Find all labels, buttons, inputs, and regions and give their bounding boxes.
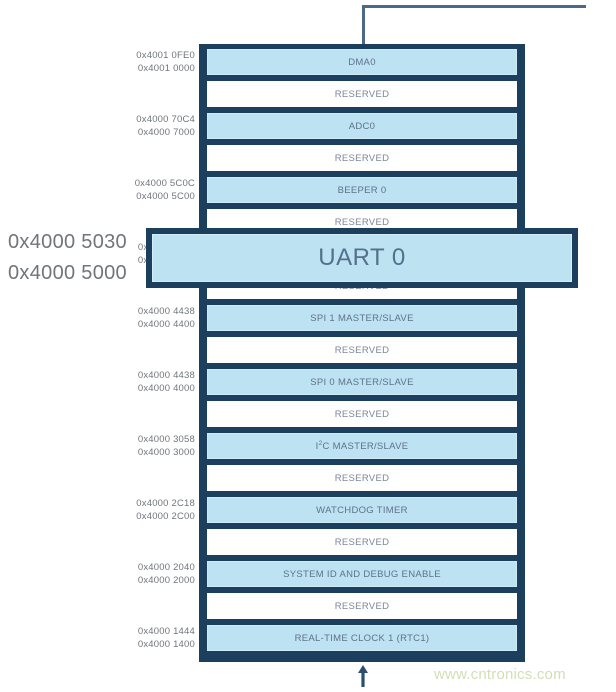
address-low: 0x4000 3000 xyxy=(137,447,195,458)
memory-block-label: SYSTEM ID AND DEBUG ENABLE xyxy=(283,568,441,580)
site-watermark: www.cntronics.com xyxy=(434,666,566,683)
memory-block-label: RESERVED xyxy=(334,536,390,548)
memory-block-peripheral: BEEPER 0 xyxy=(207,177,517,203)
address-high: 0x4000 2C18 xyxy=(136,498,195,509)
address-low: 0x4000 5C00 xyxy=(136,191,195,202)
memory-block-reserved: RESERVED xyxy=(207,401,517,427)
memory-block-peripheral: DMA0 xyxy=(207,49,517,75)
memory-block-peripheral: REAL-TIME CLOCK 1 (RTC1) xyxy=(207,625,517,651)
address-low: 0x4000 7000 xyxy=(137,127,195,138)
address-high: 0x4000 3058 xyxy=(137,434,195,445)
memory-block-reserved: RESERVED xyxy=(207,81,517,107)
memory-block-label: RESERVED xyxy=(334,216,390,228)
uart0-callout-box[interactable]: UART 0 xyxy=(146,228,578,288)
memory-block-peripheral: ADC0 xyxy=(207,113,517,139)
memory-block-label: BEEPER 0 xyxy=(337,184,387,196)
address-range-label: 0x4000 4438 0x4000 4000 xyxy=(75,369,195,395)
address-low: 0x4000 4000 xyxy=(137,383,195,394)
address-range-label: 0x4000 5C0C 0x4000 5C00 xyxy=(75,177,195,203)
memory-block-label: RESERVED xyxy=(334,344,390,356)
address-range-label: 0x4000 2040 0x4000 2000 xyxy=(75,561,195,587)
address-high: 0x4000 2040 xyxy=(137,562,195,573)
memory-block-label: DMA0 xyxy=(348,56,376,68)
memory-block-label: WATCHDOG TIMER xyxy=(316,504,408,516)
memory-block-label: SPI 0 MASTER/SLAVE xyxy=(310,376,414,388)
address-range-label: 0x4000 2C18 0x4000 2C00 xyxy=(75,497,195,523)
memory-block-label: RESERVED xyxy=(334,600,390,612)
address-range-label: 0x4001 0FE0 0x4001 0000 xyxy=(75,49,195,75)
address-low: 0x4001 0000 xyxy=(137,63,195,74)
callout-address-high: 0x4000 5030 xyxy=(8,231,127,253)
memory-block-reserved: RESERVED xyxy=(207,145,517,171)
memory-block-reserved: RESERVED xyxy=(207,337,517,363)
address-range-label: 0x4000 4438 0x4000 4400 xyxy=(75,305,195,331)
address-low: 0x4000 4400 xyxy=(137,319,195,330)
memory-block-peripheral: SPI 1 MASTER/SLAVE xyxy=(207,305,517,331)
address-high: 0x4000 70C4 xyxy=(136,114,195,125)
uart0-callout-label: UART 0 xyxy=(152,234,572,282)
address-range-label: 0x4000 1444 0x4000 1400 xyxy=(75,625,195,651)
memory-block-peripheral: SPI 0 MASTER/SLAVE xyxy=(207,369,517,395)
top-leader-line-horizontal xyxy=(362,5,586,8)
memory-block-label: RESERVED xyxy=(334,152,390,164)
memory-block-peripheral: I2C MASTER/SLAVE xyxy=(207,433,517,459)
memory-block-reserved: RESERVED xyxy=(207,529,517,555)
memory-block-peripheral: SYSTEM ID AND DEBUG ENABLE xyxy=(207,561,517,587)
address-range-label: 0x4000 3058 0x4000 3000 xyxy=(75,433,195,459)
address-high: 0x4000 5C0C xyxy=(134,178,195,189)
top-leader-line-vertical xyxy=(362,5,365,45)
bottom-up-arrow-icon xyxy=(358,665,368,687)
address-high: 0x4000 4438 xyxy=(137,306,195,317)
address-low: 0x4000 2000 xyxy=(137,575,195,586)
memory-block-label: ADC0 xyxy=(348,120,376,132)
memory-block-label: RESERVED xyxy=(334,88,390,100)
address-high: 0x4000 4438 xyxy=(137,370,195,381)
memory-block-peripheral: WATCHDOG TIMER xyxy=(207,497,517,523)
callout-address-low: 0x4000 5000 xyxy=(8,262,127,284)
memory-block-label: REAL-TIME CLOCK 1 (RTC1) xyxy=(294,632,430,644)
memory-block-label: RESERVED xyxy=(334,472,390,484)
address-low: 0x4000 1400 xyxy=(137,639,195,650)
memory-block-label: I2C MASTER/SLAVE xyxy=(315,439,409,452)
memory-block-reserved: RESERVED xyxy=(207,593,517,619)
address-range-label: 0x4000 70C4 0x4000 7000 xyxy=(75,113,195,139)
memory-block-label: RESERVED xyxy=(334,408,390,420)
callout-address-labels: 0x4000 5030 0x4000 5000 xyxy=(8,227,127,289)
memory-block-label: SPI 1 MASTER/SLAVE xyxy=(310,312,414,324)
address-high: 0x4000 1444 xyxy=(137,626,195,637)
memory-block-reserved: RESERVED xyxy=(207,465,517,491)
address-high: 0x4001 0FE0 xyxy=(136,50,195,61)
address-low: 0x4000 2C00 xyxy=(136,511,195,522)
